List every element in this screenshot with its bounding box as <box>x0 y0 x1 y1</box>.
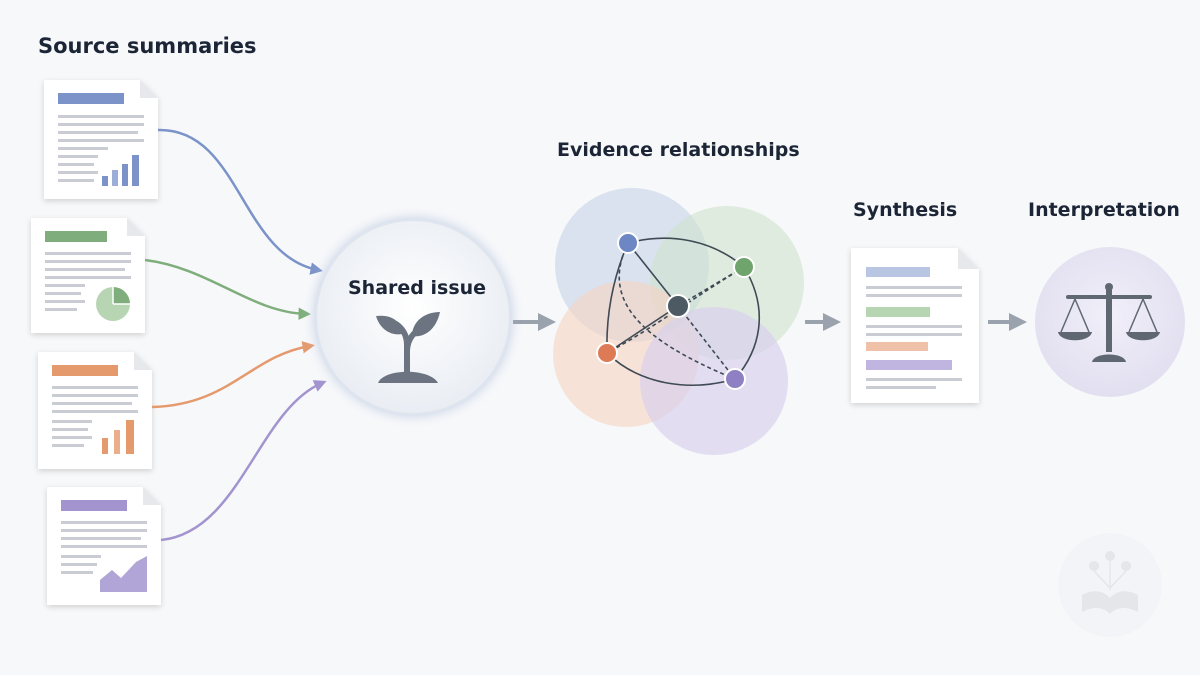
connector-4 <box>160 380 327 542</box>
source-document-2-content <box>45 231 131 321</box>
interpretation-title: Interpretation <box>1028 199 1180 221</box>
evidence-relationships-title: Evidence relationships <box>557 139 800 161</box>
source-document-4-content <box>61 500 147 592</box>
shared-issue-circle <box>315 219 511 415</box>
flow-arrow-1 <box>513 313 556 331</box>
pie-chart-icon <box>96 287 130 321</box>
source-3-heading-bar <box>52 365 118 376</box>
flow-arrow-2 <box>805 313 841 331</box>
source-connectors <box>144 128 327 542</box>
flow-arrow-3 <box>988 313 1027 331</box>
node-center <box>666 294 690 318</box>
area-chart-icon <box>100 556 147 592</box>
bar-chart-icon <box>102 155 139 186</box>
source-1-heading-bar <box>58 93 124 104</box>
source-document-3-content <box>52 365 138 454</box>
bar-chart-icon <box>102 420 134 454</box>
source-summaries-title: Source summaries <box>38 34 257 58</box>
source-2-heading-bar <box>45 231 107 242</box>
evidence-network <box>606 237 761 386</box>
node-green <box>733 256 755 278</box>
sprout-icon <box>376 312 440 383</box>
evidence-nodes <box>596 232 755 390</box>
source-document-1-content <box>58 93 144 186</box>
node-purple <box>724 368 746 390</box>
connector-2 <box>144 258 311 320</box>
connector-1 <box>157 128 323 275</box>
source-4-heading-bar <box>61 500 127 511</box>
tree-book-logo <box>1058 533 1162 637</box>
connector-3 <box>151 341 315 409</box>
synthesis-title: Synthesis <box>853 199 958 221</box>
venn-purple <box>640 307 788 455</box>
evidence-venn <box>553 188 804 455</box>
shared-issue-label: Shared issue <box>348 277 487 299</box>
node-blue <box>617 232 639 254</box>
node-orange <box>596 342 618 364</box>
scales-icon <box>1058 283 1160 362</box>
synthesis-document-content <box>866 267 962 389</box>
